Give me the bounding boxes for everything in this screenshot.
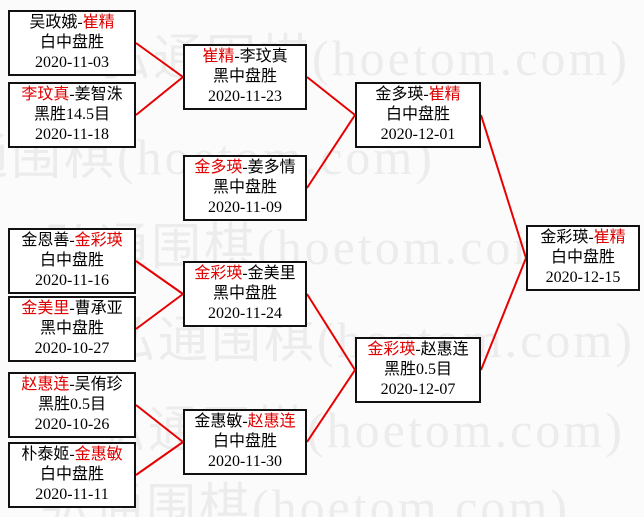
player1-name: 金美里 — [21, 300, 70, 317]
match-box-round-1-4: 金美里-曹承亚 黑中盘胜 2020-10-27 — [8, 296, 136, 362]
player1-name: 金多瑛 — [375, 86, 424, 103]
player1-name: 崔精 — [202, 48, 235, 65]
players-separator: - — [77, 14, 83, 31]
player2-name: 崔精 — [428, 86, 461, 103]
player2-name: 金彩瑛 — [74, 232, 123, 249]
match-result: 黑中盘胜 — [39, 320, 104, 337]
match-box-round-2-1: 崔精-李玟真 黑中盘胜 2020-11-23 — [183, 44, 307, 110]
players-separator: - — [69, 232, 75, 249]
match-date: 2020-12-07 — [380, 381, 456, 398]
player2-name: 赵惠连 — [247, 413, 296, 430]
match-result: 黑胜14.5目 — [33, 106, 110, 123]
match-result: 白中盘胜 — [39, 252, 104, 269]
match-result: 黑胜0.5目 — [37, 396, 106, 413]
match-result: 黑胜0.5目 — [383, 361, 452, 378]
match-result: 黑中盘胜 — [212, 285, 277, 302]
match-date: 2020-12-15 — [545, 269, 621, 286]
player2-name: 金惠敏 — [74, 446, 123, 463]
player1-name: 金彩瑛 — [540, 229, 589, 246]
match-players: 吴政娥-崔精 — [29, 13, 114, 33]
players-separator: - — [423, 86, 429, 103]
players-separator: - — [234, 48, 240, 65]
match-players: 崔精-李玟真 — [202, 47, 287, 67]
match-date: 2020-11-16 — [34, 272, 110, 289]
match-players: 金多瑛-崔精 — [375, 85, 460, 105]
player2-name: 金美里 — [247, 265, 296, 282]
match-players: 金恩善-金彩瑛 — [21, 231, 122, 251]
match-date: 2020-10-27 — [34, 340, 110, 357]
watermark-text: 弘通围棋(hoetom.com) — [95, 402, 625, 458]
match-box-round-1-3: 金恩善-金彩瑛 白中盘胜 2020-11-16 — [8, 228, 136, 294]
match-box-round-2-3: 金彩瑛-金美里 黑中盘胜 2020-11-24 — [183, 261, 307, 327]
player2-name: 姜智洙 — [74, 86, 123, 103]
player2-name: 曹承亚 — [74, 300, 123, 317]
players-separator: - — [242, 265, 248, 282]
match-result: 白中盘胜 — [550, 249, 615, 266]
match-players: 李玟真-姜智洙 — [21, 85, 122, 105]
players-separator: - — [69, 300, 75, 317]
watermark-text: 弘通围棋(hoetom.com) — [100, 30, 630, 86]
match-players: 金彩瑛-赵惠连 — [367, 340, 468, 360]
player2-name: 崔精 — [593, 229, 626, 246]
match-date: 2020-11-23 — [207, 88, 283, 105]
match-players: 金美里-曹承亚 — [21, 299, 122, 319]
match-players: 金惠敏-赵惠连 — [194, 412, 295, 432]
player2-name: 姜多情 — [247, 159, 296, 176]
player1-name: 吴政娥 — [29, 14, 78, 31]
match-result: 白中盘胜 — [39, 466, 104, 483]
match-date: 2020-11-03 — [34, 54, 110, 71]
players-separator: - — [69, 376, 75, 393]
match-box-round-1-6: 朴泰姬-金惠敏 白中盘胜 2020-11-11 — [8, 442, 136, 508]
match-box-round-2-2: 金多瑛-姜多情 黑中盘胜 2020-11-09 — [183, 155, 307, 221]
match-box-round-1-5: 赵惠连-吴侑珍 黑胜0.5目 2020-10-26 — [8, 372, 136, 438]
match-box-round-1-1: 吴政娥-崔精 白中盘胜 2020-11-03 — [8, 10, 136, 76]
player2-name: 崔精 — [82, 14, 115, 31]
match-box-final-1: 金彩瑛-崔精 白中盘胜 2020-12-15 — [526, 225, 640, 291]
match-date: 2020-11-09 — [207, 199, 283, 216]
match-players: 朴泰姬-金惠敏 — [21, 445, 122, 465]
player1-name: 朴泰姬 — [21, 446, 70, 463]
player1-name: 赵惠连 — [21, 376, 70, 393]
match-result: 黑中盘胜 — [212, 179, 277, 196]
player1-name: 金惠敏 — [194, 413, 243, 430]
match-players: 金彩瑛-金美里 — [194, 264, 295, 284]
player1-name: 李玟真 — [21, 86, 70, 103]
match-date: 2020-11-18 — [34, 126, 110, 143]
players-separator: - — [588, 229, 594, 246]
match-date: 2020-11-24 — [207, 305, 283, 322]
match-box-semifinal-2: 金彩瑛-赵惠连 黑胜0.5目 2020-12-07 — [355, 337, 481, 403]
players-separator: - — [415, 341, 421, 358]
players-separator: - — [69, 446, 75, 463]
match-result: 黑中盘胜 — [212, 68, 277, 85]
player1-name: 金彩瑛 — [194, 265, 243, 282]
players-separator: - — [242, 413, 248, 430]
match-date: 2020-11-30 — [207, 453, 283, 470]
match-result: 白中盘胜 — [39, 34, 104, 51]
match-box-semifinal-1: 金多瑛-崔精 白中盘胜 2020-12-01 — [355, 82, 481, 148]
match-date: 2020-10-26 — [34, 416, 110, 433]
player2-name: 李玟真 — [239, 48, 288, 65]
match-box-round-2-4: 金惠敏-赵惠连 白中盘胜 2020-11-30 — [183, 409, 307, 475]
players-separator: - — [69, 86, 75, 103]
match-result: 白中盘胜 — [385, 106, 450, 123]
match-players: 金多瑛-姜多情 — [194, 158, 295, 178]
player2-name: 吴侑珍 — [74, 376, 123, 393]
player1-name: 金彩瑛 — [367, 341, 416, 358]
players-separator: - — [242, 159, 248, 176]
player1-name: 金恩善 — [21, 232, 70, 249]
match-players: 金彩瑛-崔精 — [540, 228, 625, 248]
match-box-round-1-2: 李玟真-姜智洙 黑胜14.5目 2020-11-18 — [8, 82, 136, 148]
match-date: 2020-12-01 — [380, 126, 456, 143]
player1-name: 金多瑛 — [194, 159, 243, 176]
match-result: 白中盘胜 — [212, 433, 277, 450]
match-players: 赵惠连-吴侑珍 — [21, 375, 122, 395]
player2-name: 赵惠连 — [420, 341, 469, 358]
match-date: 2020-11-11 — [35, 486, 109, 503]
